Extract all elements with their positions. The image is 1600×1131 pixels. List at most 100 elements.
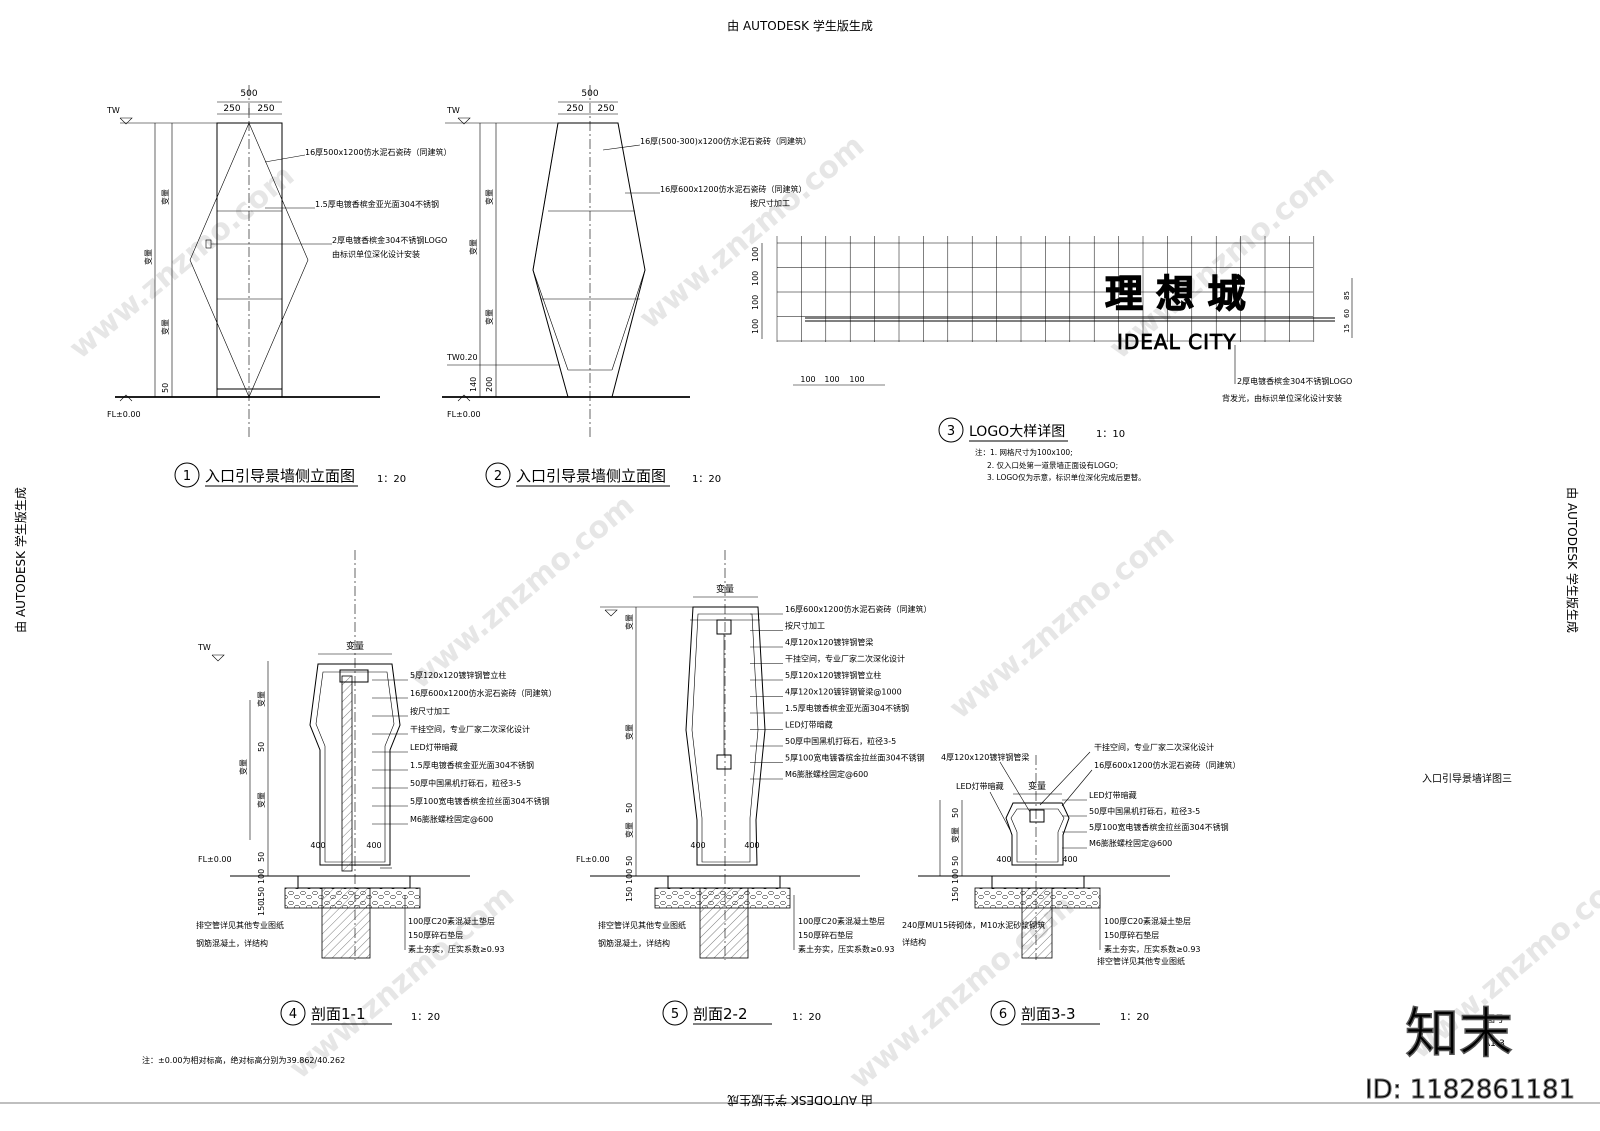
watermark-site: www.znzmo.com (283, 878, 521, 1086)
note-text: M6膨胀螺栓固定@600 (1089, 838, 1172, 848)
drawing-6-section: 变量 50 变量 50 150 100 400 400 干挂空间，专业厂家二次深… (902, 742, 1241, 1026)
svg-text:按尺寸加工: 按尺寸加工 (750, 198, 790, 208)
svg-text:1.5厚电镀香槟金亚光面304不锈钢: 1.5厚电镀香槟金亚光面304不锈钢 (315, 199, 439, 209)
svg-text:500: 500 (581, 89, 598, 99)
svg-text:变量: 变量 (624, 724, 634, 740)
svg-text:60: 60 (1343, 309, 1351, 318)
svg-text:50: 50 (625, 803, 634, 813)
drawing-no-label: 图号 (1486, 1014, 1504, 1025)
svg-text:4厚120x120镀锌钢管梁: 4厚120x120镀锌钢管梁 (941, 752, 1029, 762)
svg-text:100: 100 (824, 375, 839, 384)
svg-text:变量: 变量 (256, 691, 266, 707)
svg-text:变量: 变量 (238, 759, 248, 775)
svg-text:变量: 变量 (1028, 780, 1046, 792)
svg-text:变量: 变量 (484, 309, 494, 325)
svg-text:50: 50 (257, 852, 266, 862)
svg-text:16厚600x1200仿水泥石瓷砖（同建筑）: 16厚600x1200仿水泥石瓷砖（同建筑） (1094, 760, 1241, 770)
note-text: 按尺寸加工 (785, 621, 825, 631)
svg-text:变量: 变量 (950, 827, 960, 843)
svg-text:TW0.20: TW0.20 (446, 353, 478, 362)
svg-text:2厚电镀香槟金304不锈钢LOGO: 2厚电镀香槟金304不锈钢LOGO (1237, 376, 1352, 386)
svg-text:变量: 变量 (716, 583, 734, 595)
note-text: 1.5厚电镀香槟金亚光面304不锈钢 (785, 703, 909, 713)
drawing-4-title: 剖面1-1 (311, 1005, 366, 1023)
autodesk-top: 由 AUTODESK 学生版生成 (727, 18, 873, 33)
svg-text:250: 250 (223, 104, 240, 114)
svg-text:150: 150 (257, 901, 266, 916)
svg-text:钢筋混凝土，详结构: 钢筋混凝土，详结构 (598, 938, 670, 948)
svg-text:TW: TW (197, 643, 211, 652)
svg-text:变量: 变量 (468, 239, 478, 255)
svg-text:1：20: 1：20 (792, 1012, 821, 1023)
svg-text:50: 50 (625, 856, 634, 866)
svg-text:100: 100 (951, 869, 960, 884)
drawing-5-section: 变量 变量 变量 50 变量 50 150 100 FL±0.00 400 40… (576, 550, 932, 1026)
autodesk-right: 由 AUTODESK 学生版生成 (1565, 487, 1580, 633)
svg-text:TW: TW (106, 106, 120, 115)
svg-text:FL±0.00: FL±0.00 (576, 855, 610, 864)
svg-text:150厚碎石垫层: 150厚碎石垫层 (1104, 930, 1159, 940)
svg-text:400: 400 (996, 855, 1011, 864)
svg-text:50: 50 (951, 856, 960, 866)
drawing-3-logo-detail: 理 想 城 IDEAL CITY 100 100 100 100 100 100… (751, 236, 1352, 482)
svg-text:背发光，由标识单位深化设计安装: 背发光，由标识单位深化设计安装 (1222, 393, 1342, 403)
svg-text:400: 400 (1062, 855, 1077, 864)
drawing-no: A1-3 (1484, 1039, 1505, 1049)
svg-text:FL±0.00: FL±0.00 (107, 410, 141, 419)
svg-text:16厚600x1200仿水泥石瓷砖（同建筑）: 16厚600x1200仿水泥石瓷砖（同建筑） (660, 184, 807, 194)
note-text: M6膨胀螺栓固定@600 (410, 814, 493, 824)
svg-text:1: 1 (183, 469, 191, 484)
svg-text:100厚C20素混凝土垫层: 100厚C20素混凝土垫层 (1104, 916, 1191, 926)
svg-text:素土夯实，压实系数≥0.93: 素土夯实，压实系数≥0.93 (1104, 944, 1201, 954)
svg-text:85: 85 (1343, 291, 1351, 300)
svg-text:400: 400 (310, 841, 325, 850)
autodesk-left: 由 AUTODESK 学生版生成 (13, 487, 28, 633)
note-text: 5厚120x120镀锌钢管立柱 (410, 670, 506, 680)
svg-text:变量: 变量 (160, 189, 170, 205)
note-text: 5厚100宽电镀香槟金拉丝面304不锈钢 (1089, 822, 1229, 832)
svg-text:4: 4 (289, 1007, 297, 1022)
svg-text:变量: 变量 (624, 614, 634, 630)
note-text: 50厚中国黑机打砾石，粒径3-5 (785, 736, 896, 746)
svg-text:素土夯实，压实系数≥0.93: 素土夯实，压实系数≥0.93 (798, 944, 895, 954)
svg-text:1：20: 1：20 (692, 474, 721, 485)
svg-text:6: 6 (999, 1007, 1007, 1022)
svg-text:100: 100 (751, 271, 760, 286)
note-text: 50厚中国黑机打砾石，粒径3-5 (1089, 806, 1200, 816)
svg-text:变量: 变量 (484, 189, 494, 205)
svg-text:100: 100 (257, 869, 266, 884)
svg-text:由标识单位深化设计安装: 由标识单位深化设计安装 (332, 249, 420, 259)
note-text: 50厚中国黑机打砾石，粒径3-5 (410, 778, 521, 788)
svg-text:16厚500x1200仿水泥石瓷砖（同建筑）: 16厚500x1200仿水泥石瓷砖（同建筑） (305, 147, 452, 157)
watermark-site: www.znzmo.com (63, 158, 301, 366)
svg-text:150: 150 (257, 887, 266, 902)
sheet-name: 入口引导景墙详图三 (1422, 772, 1512, 785)
svg-text:15: 15 (1343, 324, 1351, 333)
svg-text:FL±0.00: FL±0.00 (198, 855, 232, 864)
svg-text:变量: 变量 (346, 640, 364, 652)
svg-text:钢筋混凝土，详结构: 钢筋混凝土，详结构 (196, 938, 268, 948)
svg-text:变量: 变量 (143, 249, 153, 265)
drawing-2-elevation: 500 250 250 变量 变量 变量 200 140 TW TW0.20 F… (442, 85, 811, 488)
svg-text:150厚碎石垫层: 150厚碎石垫层 (408, 930, 463, 940)
drawing-3-title: LOGO大样详图 (969, 424, 1065, 440)
image-id: ID: 1182861181 (1365, 1075, 1575, 1105)
note-text: LED灯带暗藏 (410, 742, 458, 752)
svg-text:150: 150 (625, 887, 634, 902)
svg-text:排空管详见其他专业图纸: 排空管详见其他专业图纸 (196, 920, 284, 930)
svg-text:100: 100 (751, 295, 760, 310)
svg-text:250: 250 (566, 104, 583, 114)
svg-text:1：20: 1：20 (411, 1012, 440, 1023)
svg-text:3. LOGO仅为示意，标识单位深化完成后更替。: 3. LOGO仅为示意，标识单位深化完成后更替。 (987, 472, 1146, 482)
footnote: 注：±0.00为相对标高，绝对标高分别为39.862/40.262 (142, 1055, 345, 1065)
svg-text:干挂空间，专业厂家二次深化设计: 干挂空间，专业厂家二次深化设计 (1094, 742, 1214, 752)
svg-text:FL±0.00: FL±0.00 (447, 410, 481, 419)
drawing-5-title: 剖面2-2 (693, 1005, 748, 1023)
svg-text:素土夯实，压实系数≥0.93: 素土夯实，压实系数≥0.93 (408, 944, 505, 954)
svg-text:50: 50 (161, 383, 170, 393)
svg-text:1：10: 1：10 (1096, 429, 1125, 440)
svg-text:100: 100 (751, 319, 760, 334)
svg-text:变量: 变量 (160, 319, 170, 335)
note-text: 1.5厚电镀香槟金亚光面304不锈钢 (410, 760, 534, 770)
svg-text:2: 2 (494, 469, 502, 484)
